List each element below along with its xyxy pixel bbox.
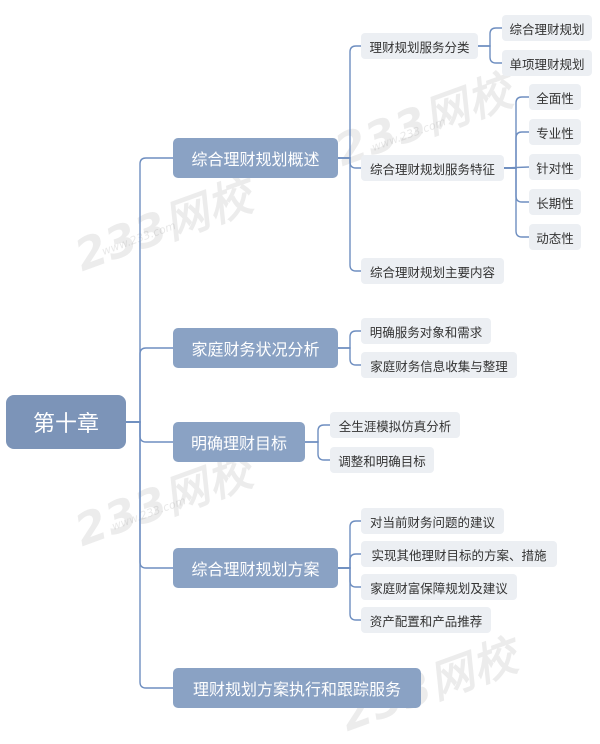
connector-line <box>338 157 361 272</box>
root-node: 第十章 <box>6 395 126 449</box>
connector-lines <box>126 27 530 689</box>
branch-node: 明确理财目标 <box>173 422 305 462</box>
connector-line <box>504 131 529 169</box>
connector-line <box>126 347 173 423</box>
subtopic-node: 全面性 <box>529 84 581 110</box>
connector-line <box>338 567 361 621</box>
subtopic-node: 长期性 <box>529 189 581 215</box>
subtopic-node: 综合理财规划 <box>502 15 592 41</box>
connector-line <box>305 441 330 461</box>
connector-line <box>504 167 529 238</box>
connector-line <box>338 45 361 159</box>
subtopic-node: 动态性 <box>529 224 581 250</box>
branch-node: 综合理财规划概述 <box>173 138 338 178</box>
topic-node: 综合理财规划主要内容 <box>361 258 504 284</box>
topic-node: 家庭财务信息收集与整理 <box>361 352 517 378</box>
branch-node: 综合理财规划方案 <box>173 548 338 588</box>
connector-line <box>126 421 173 443</box>
connector-line <box>478 45 502 64</box>
topic-node: 调整和明确目标 <box>330 447 434 473</box>
topic-node: 综合理财规划服务特征 <box>361 155 504 181</box>
connector-line <box>338 520 361 569</box>
topic-node: 明确服务对象和需求 <box>361 318 491 344</box>
topic-node: 资产配置和产品推荐 <box>361 607 491 633</box>
connector-line <box>126 421 173 689</box>
branch-node: 理财规划方案执行和跟踪服务 <box>173 668 421 708</box>
topic-node: 对当前财务问题的建议 <box>361 508 504 534</box>
topic-node: 家庭财富保障规划及建议 <box>361 574 517 600</box>
connector-line <box>478 27 502 47</box>
branch-node: 家庭财务状况分析 <box>173 328 338 368</box>
mind-map: 第十章 综合理财规划概述 理财规划服务分类 综合理财规划 单项理财规划 综合理财… <box>6 15 592 708</box>
topic-node: 实现其他理财目标的方案、措施 <box>361 541 557 567</box>
connector-line <box>338 553 361 569</box>
connector-line <box>126 157 173 423</box>
topic-node: 全生涯模拟仿真分析 <box>330 412 460 438</box>
connector-line <box>305 424 330 443</box>
connector-line <box>504 96 529 169</box>
subtopic-node: 专业性 <box>529 119 581 145</box>
connector-line <box>338 330 361 349</box>
subtopic-node: 单项理财规划 <box>502 50 592 76</box>
connector-line <box>126 421 173 569</box>
connector-line <box>338 347 361 366</box>
topic-node: 理财规划服务分类 <box>361 33 478 59</box>
subtopic-node: 针对性 <box>529 154 581 180</box>
